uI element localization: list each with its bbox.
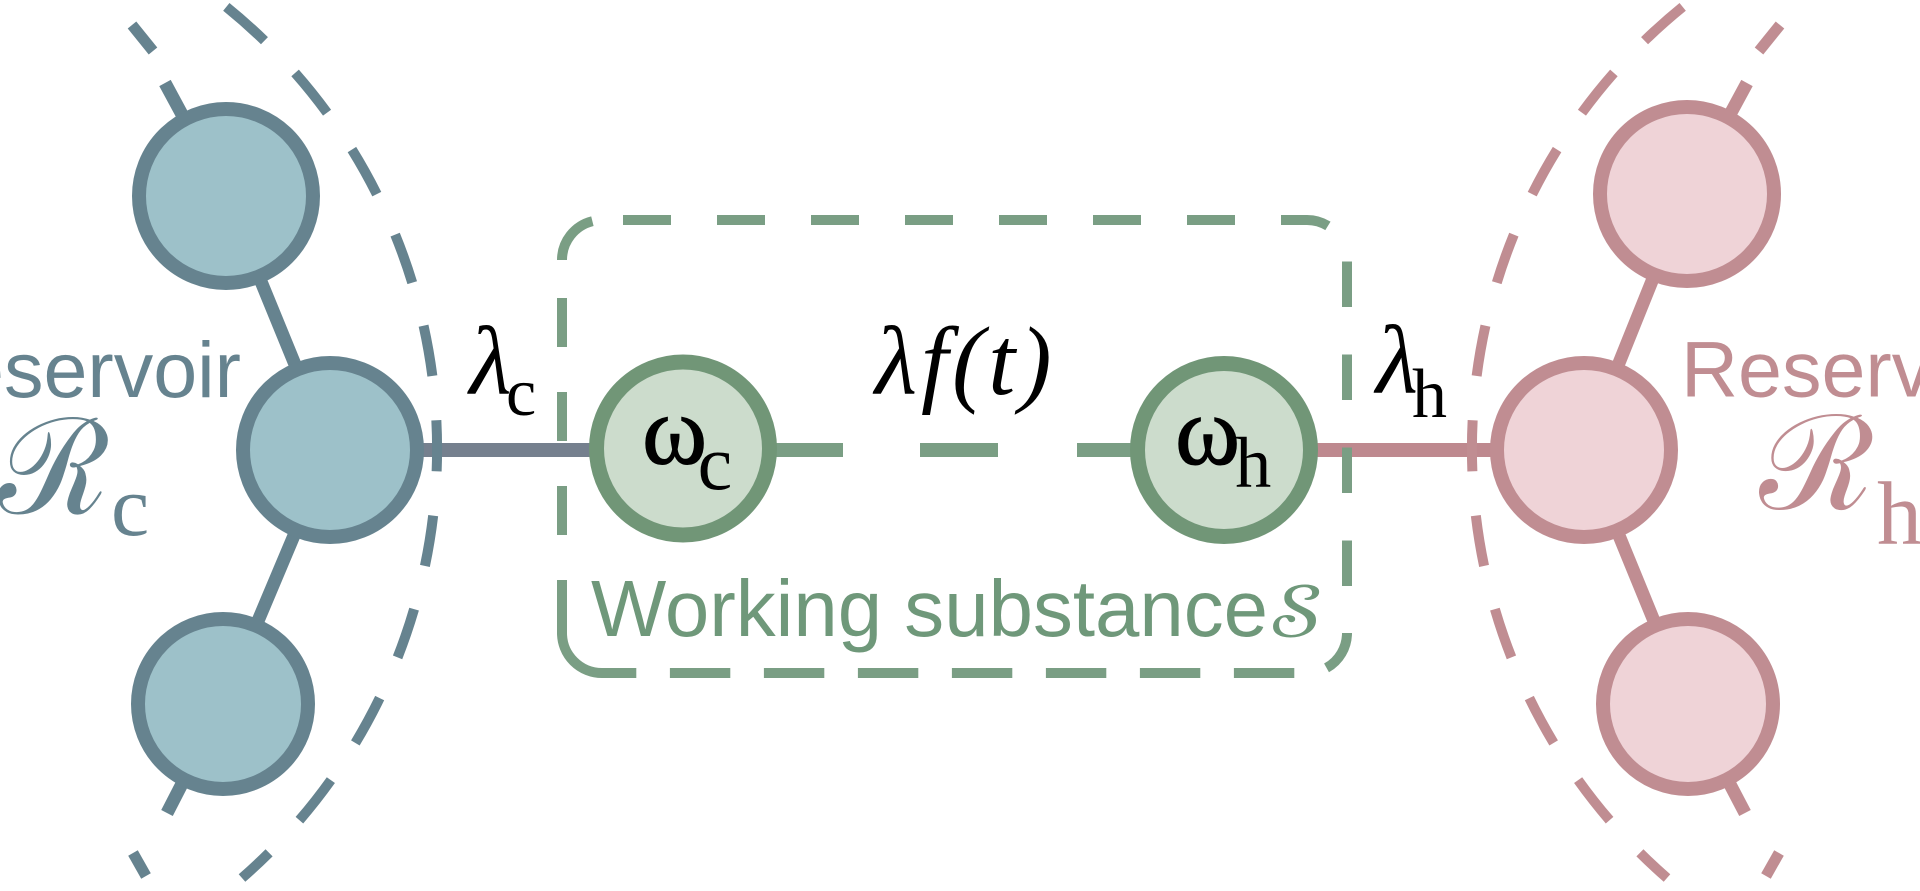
svg-text:c: c [111,458,149,554]
svg-text:Working substance: Working substance [591,564,1268,653]
svg-text:λf(t): λf(t) [872,308,1056,415]
svg-text:Reservoir: Reservoir [0,325,241,414]
svg-text:c: c [698,419,733,506]
svg-text:Reservoir: Reservoir [1681,325,1920,414]
svg-text:h: h [1235,423,1271,503]
svg-text:h: h [1412,356,1447,433]
svg-text:c: c [506,354,536,430]
svg-text:λ: λ [1373,307,1418,414]
svg-text:λ: λ [467,308,512,415]
svg-text:h: h [1877,465,1920,564]
svg-text:ω: ω [642,377,707,486]
svg-text:ω: ω [1175,377,1240,486]
